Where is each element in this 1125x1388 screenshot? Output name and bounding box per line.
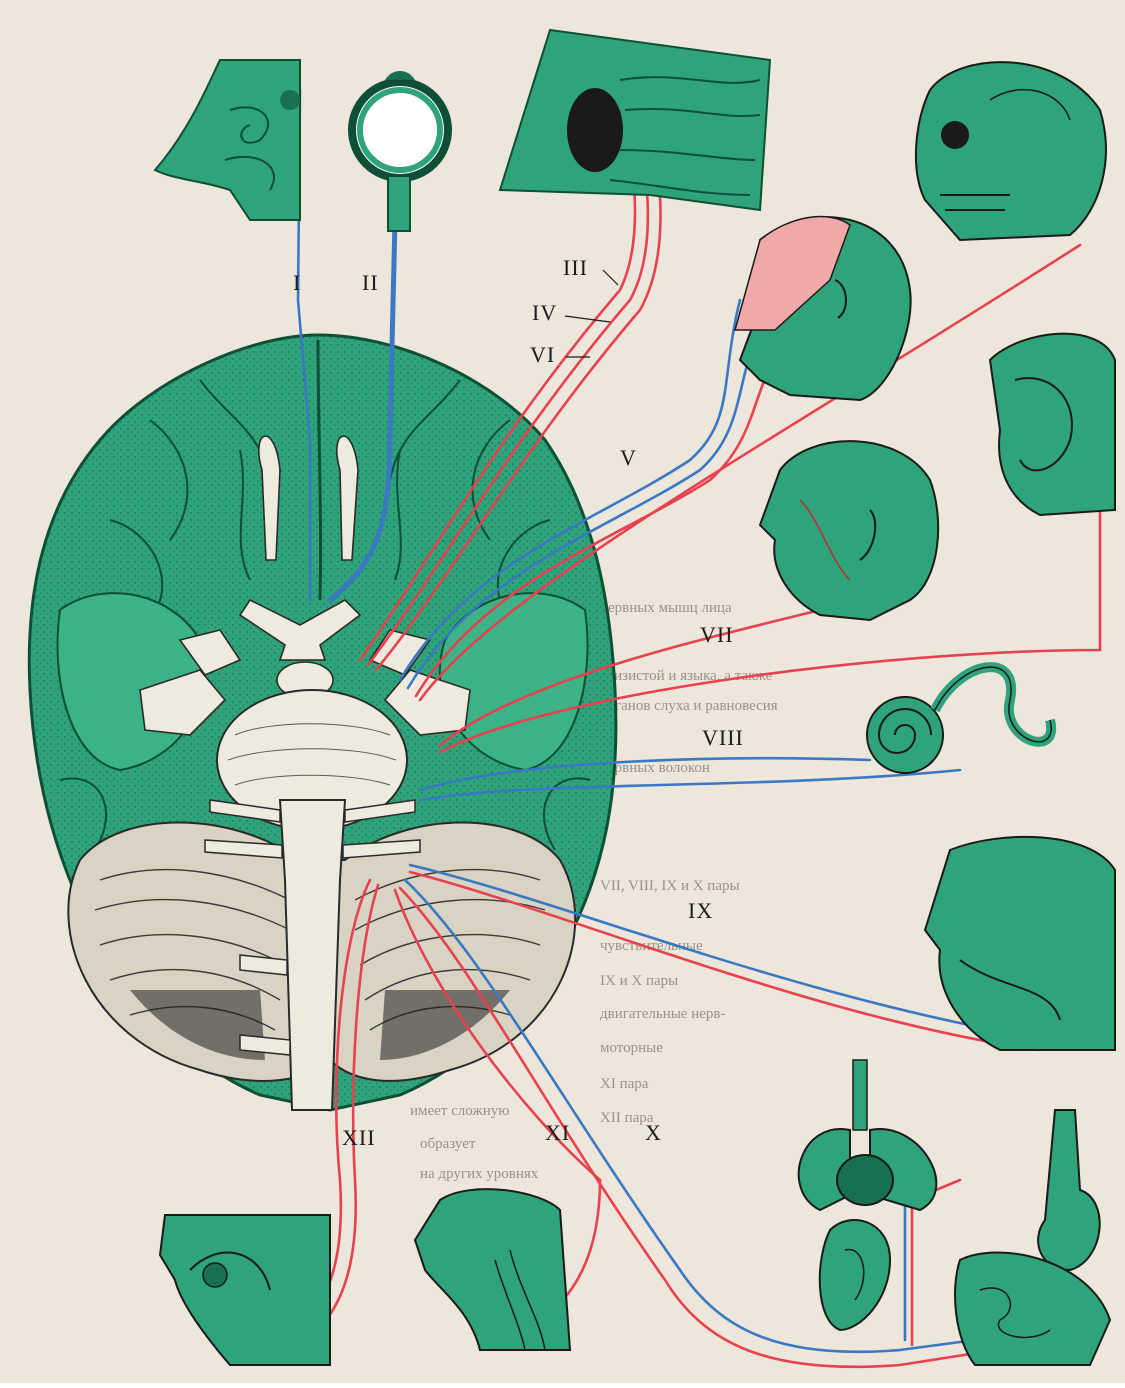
bg-text-line: на других уровнях: [420, 1166, 539, 1182]
label-nerve-V: V: [620, 445, 637, 470]
label-nerve-III: III: [563, 255, 588, 280]
label-nerve-IV: IV: [532, 300, 557, 325]
label-nerve-VIII: VIII: [702, 725, 744, 750]
label-nerve-IX: IX: [688, 898, 713, 923]
label-nerve-VI: VI: [530, 342, 555, 367]
bg-text-line: чувствительные: [600, 938, 703, 954]
bg-text-line: органов слуха и равновесия: [600, 698, 778, 714]
bg-text-line: моторные: [600, 1040, 663, 1056]
brain: [29, 335, 616, 1110]
skull-jaw-icon: [916, 62, 1106, 240]
bg-text-line: IX и X пары: [600, 973, 678, 989]
bg-text-line: нервных мышц лица: [600, 600, 732, 616]
label-nerve-XII: XII: [342, 1125, 376, 1150]
bg-text-line: образует: [420, 1136, 476, 1152]
label-nerve-VII: VII: [700, 622, 734, 647]
bg-text-line: VII, VIII, IX и X пары: [600, 878, 740, 894]
bg-text-line: XI пара: [600, 1076, 649, 1092]
head-trigeminal-icon: [735, 217, 911, 400]
label-nerve-X: X: [645, 1120, 662, 1145]
label-nerve-XI: XI: [545, 1120, 570, 1145]
bg-text-line: имеет сложную: [410, 1103, 510, 1119]
label-nerve-I: I: [293, 270, 301, 295]
label-nerve-II: II: [362, 270, 379, 295]
bg-text-line: двигательные нерв-: [600, 1006, 725, 1022]
